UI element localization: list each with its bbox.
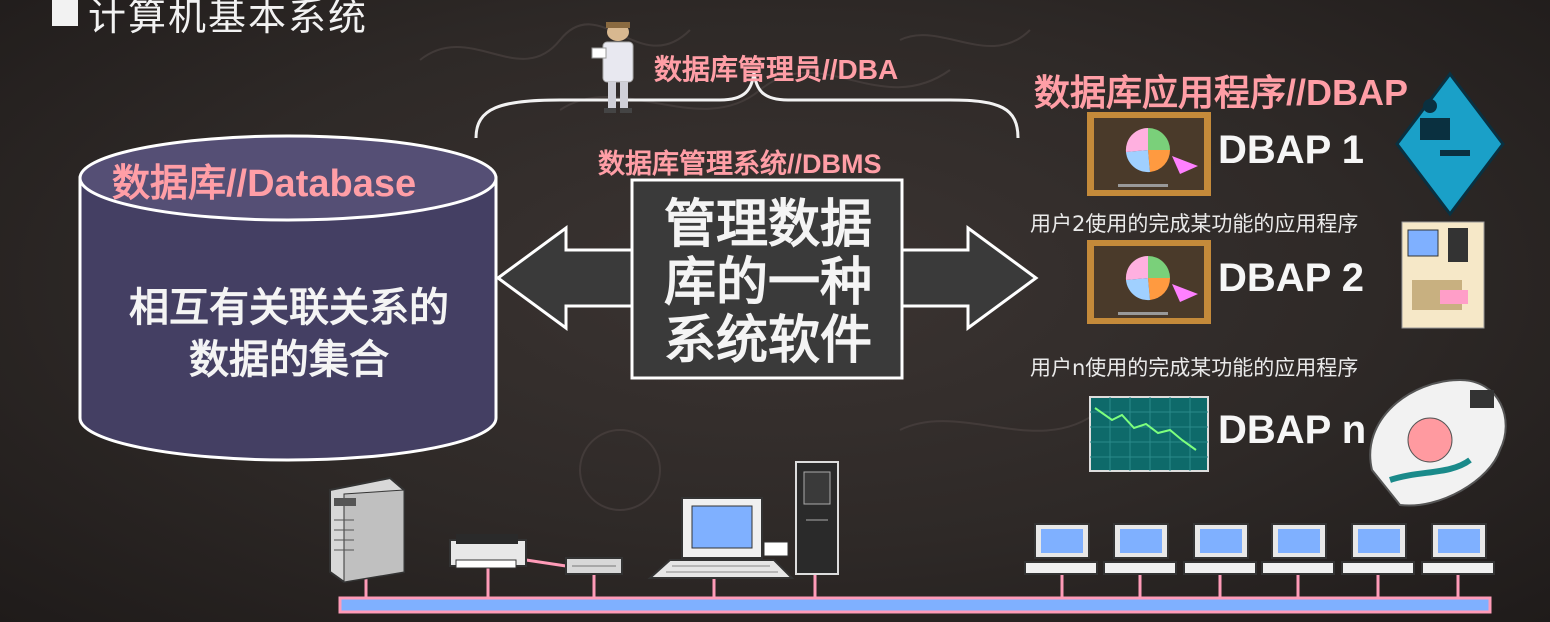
workstation-icon: [795, 461, 839, 575]
database-description: 相互有关联关系的数据的集合: [129, 285, 449, 383]
dbap-n-caption: 用户n使用的完成某功能的应用程序: [1030, 356, 1359, 380]
dbms-description: 管理数据库的一种系统软件: [663, 195, 872, 371]
client-computer-icon: [1183, 523, 1257, 575]
client-computer-icon: [1024, 523, 1098, 575]
dbap-heading: 数据库应用程序//DBAP: [1034, 72, 1409, 113]
slide-title-text: 计算机基本系统: [88, 0, 369, 39]
client-computer-icon: [1341, 523, 1415, 575]
printer-icon: [449, 534, 527, 569]
pie-chart-monitor-icon: [1087, 240, 1211, 324]
database-cylinder: [78, 134, 498, 462]
slide-title: 计算机基本系统: [52, 0, 368, 41]
user-at-computer-clipart: [1401, 221, 1485, 329]
server-tower-icon: [329, 476, 405, 584]
modem-icon: [565, 557, 623, 575]
line-chart-monitor-icon: [1089, 396, 1209, 472]
client-computer-icon: [1261, 523, 1335, 575]
desktop-computer-icon: [647, 497, 795, 579]
dbms-box: [630, 178, 904, 380]
dba-brace: [474, 71, 1020, 139]
dbap-1-label: DBAP 1: [1218, 128, 1364, 172]
client-computer-icon: [1103, 523, 1177, 575]
database-label: 数据库//Database: [112, 163, 417, 205]
dba-label: 数据库管理员//DBA: [654, 54, 899, 85]
dbap-n-label: DBAP n: [1218, 408, 1367, 452]
client-computer-icon: [1421, 523, 1495, 575]
network-bus: [338, 558, 1492, 614]
user-at-computer-clipart: [1369, 378, 1507, 507]
dbap-2-caption: 用户2使用的完成某功能的应用程序: [1030, 212, 1359, 236]
bullet-square-icon: [52, 0, 78, 26]
user-at-computer-clipart: [1395, 71, 1505, 217]
client-computer-row: [1024, 523, 1495, 575]
administrator-figure-icon: [591, 22, 634, 113]
dbap-2-label: DBAP 2: [1218, 256, 1364, 300]
pie-chart-monitor-icon: [1087, 112, 1211, 196]
dbms-label: 数据库管理系统//DBMS: [598, 149, 882, 179]
